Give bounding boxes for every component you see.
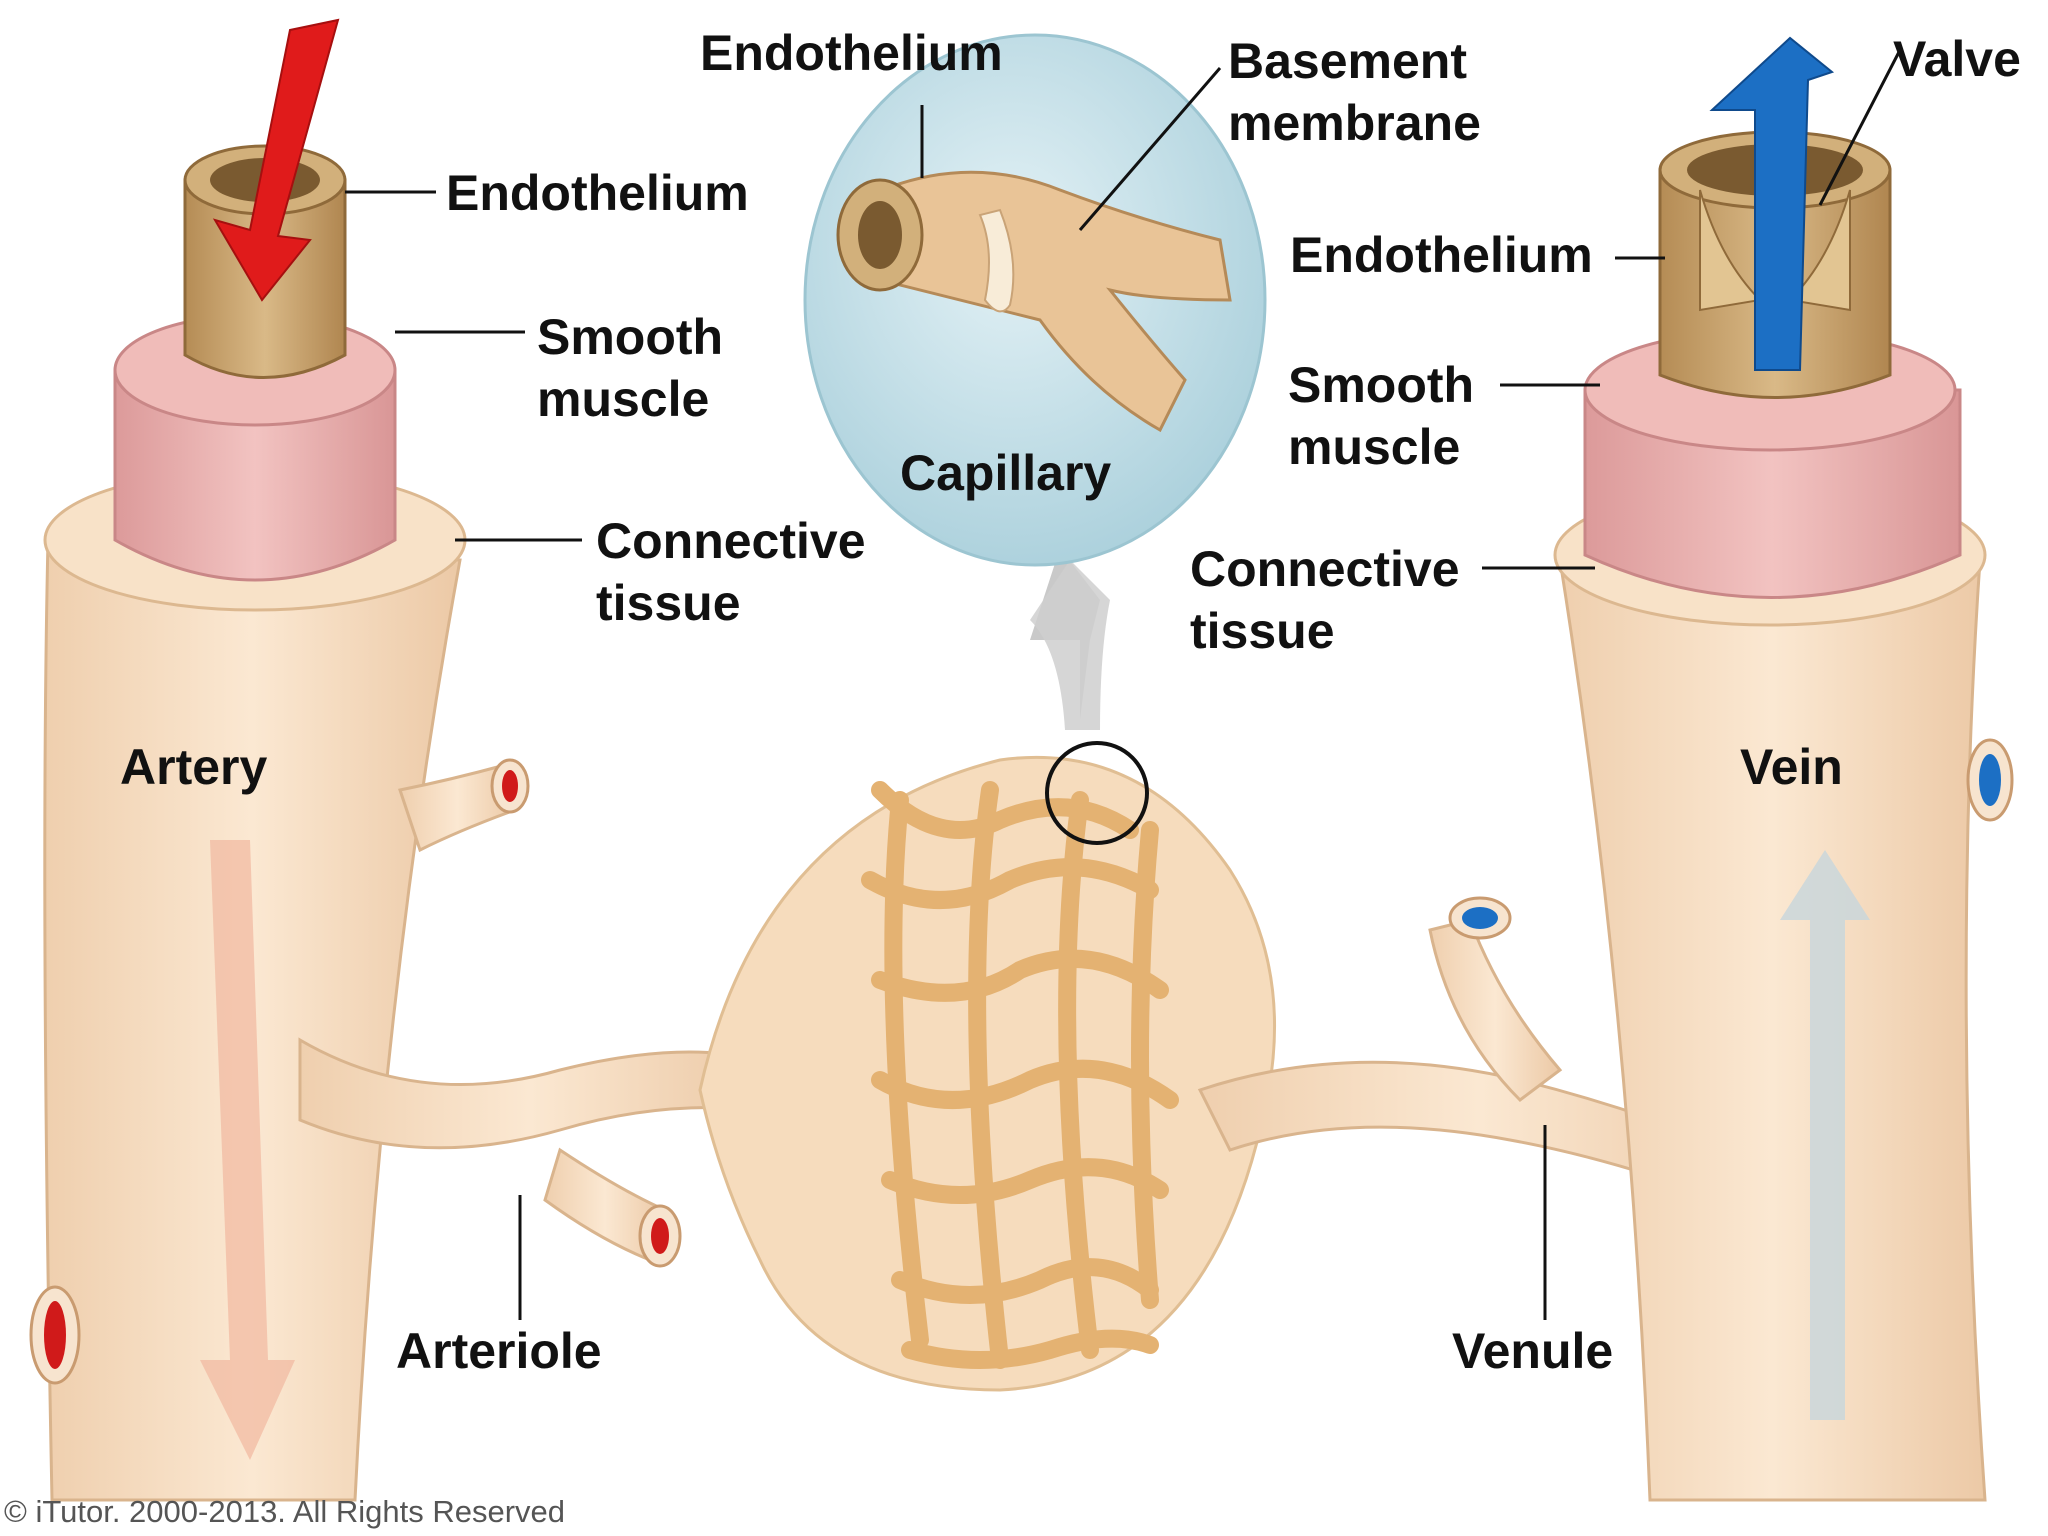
vein-title: Vein (1740, 739, 1843, 795)
artery (29, 18, 530, 1502)
vein-endothelium-label: Endothelium (1290, 227, 1593, 283)
capillary-zoom-bubble (803, 33, 1267, 567)
vein-connective-tissue-label: Connective tissue (1190, 541, 1460, 659)
copyright-notice: © iTutor. 2000-2013. All Rights Reserved (4, 1494, 566, 1529)
venule-label: Venule (1452, 1323, 1614, 1379)
capillary-bed (698, 548, 1762, 1392)
basement-membrane-label: Basement membrane (1228, 33, 1481, 151)
arteriole-label: Arteriole (396, 1323, 602, 1379)
arteriole (298, 1037, 762, 1268)
artery-title: Artery (120, 739, 268, 795)
valve-label: Valve (1893, 31, 2021, 87)
leader-lines (345, 49, 1902, 1320)
vein-smooth-muscle-label: Smooth muscle (1288, 357, 1475, 475)
capillary-title: Capillary (900, 445, 1112, 501)
artery-connective-tissue-label: Connective tissue (596, 513, 866, 631)
capillary-endothelium-label: Endothelium (700, 25, 1003, 81)
artery-smooth-muscle-label: Smooth muscle (537, 309, 724, 427)
vein (1428, 36, 2014, 1502)
artery-endothelium-label: Endothelium (446, 165, 749, 221)
